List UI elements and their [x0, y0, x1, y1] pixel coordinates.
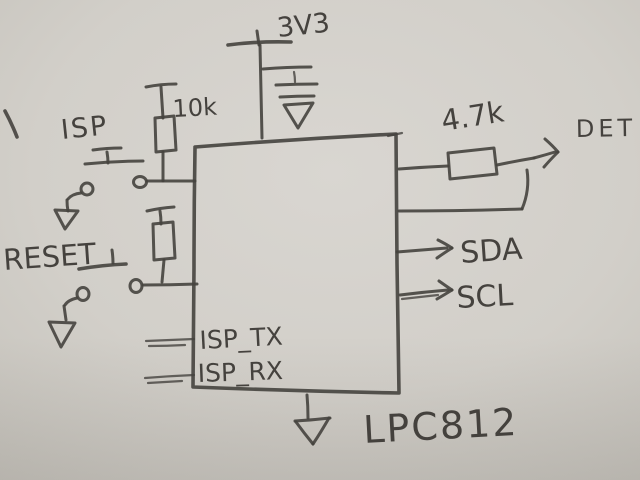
ground-hook — [66, 191, 83, 201]
pullup-power-bar — [145, 205, 176, 213]
pullup-top-lead — [159, 85, 165, 120]
label-isp-rx: ISP_RX — [197, 356, 283, 388]
ground-stem — [305, 393, 310, 420]
capacitor-plate-bottom — [274, 82, 319, 87]
pullup-bottom-lead — [160, 258, 166, 284]
sda-arrow — [395, 238, 454, 260]
chip-corner-overshoot — [386, 131, 404, 138]
capacitor-plate-top — [261, 65, 313, 71]
power-wire-to-chip — [258, 43, 264, 140]
chip-rectangle — [191, 132, 401, 395]
ground-triangle-left — [294, 420, 315, 446]
ground-bar — [278, 94, 316, 99]
pullup-power-bar — [144, 82, 178, 89]
label-isp-tx: ISP_TX — [199, 322, 284, 355]
switch-actuator-stem — [110, 248, 115, 265]
pin-stub-isp-tx-double — [147, 343, 187, 348]
label-sda: SDA — [459, 232, 524, 271]
wire-reset-to-chip — [141, 282, 199, 287]
wire-resistor-to-arrow — [495, 156, 536, 167]
left-pin-stubs — [143, 337, 196, 385]
chip-outline — [191, 131, 404, 395]
label-chip-lpc812: LPC812 — [362, 400, 519, 452]
pin-stub-isp-tx — [144, 337, 196, 343]
label-3v3: 3V3 — [275, 8, 331, 44]
arrowhead-lower — [435, 246, 454, 260]
power-rail-bar — [226, 40, 293, 47]
isp-switch — [53, 146, 197, 231]
resistor-10k-pullup — [144, 82, 178, 183]
switch-actuator-cap — [91, 146, 123, 152]
ground-triangle-icon — [53, 208, 80, 231]
wire-loop-vertical — [520, 168, 530, 211]
label-10k: 10k — [172, 93, 218, 123]
arrow-shaft-double — [400, 293, 440, 301]
resistor-body — [153, 114, 178, 154]
resistor-body — [151, 220, 177, 262]
resistor-body-4k7 — [446, 146, 499, 181]
ground-triangle-icon — [282, 101, 315, 130]
arrowhead-lower — [542, 150, 560, 169]
ground-stem — [62, 304, 68, 322]
arrow-shaft — [398, 288, 450, 297]
pin-stub-isp-rx — [143, 373, 196, 380]
power-rail-3v3 — [226, 29, 293, 140]
wire-chip-to-resistor — [397, 164, 450, 171]
decoupling-capacitor — [261, 65, 319, 130]
chip-ground — [293, 393, 332, 446]
scl-arrow — [398, 279, 454, 301]
reset-switch — [47, 205, 199, 349]
ground-hook — [63, 296, 79, 307]
switch-bar — [83, 159, 145, 166]
ground-contact-circle — [79, 181, 95, 197]
capacitor-sketch-stroke — [292, 70, 297, 84]
det-line — [397, 137, 560, 213]
ground-contact-circle — [75, 286, 91, 302]
label-reset: RESET — [2, 237, 97, 277]
ground-triangle-icon — [47, 320, 77, 349]
arrow-shaft — [532, 150, 557, 160]
label-det: DET — [576, 114, 637, 143]
arrowhead-lower — [435, 288, 454, 301]
wire-loop-horizontal — [397, 207, 524, 213]
pin-stub-isp-rx-double — [146, 379, 184, 385]
label-isp: ISP — [59, 110, 109, 146]
ground-triangle-right — [311, 416, 331, 446]
stray-pencil-mark — [3, 109, 19, 139]
arrow-shaft — [395, 246, 449, 254]
label-scl: SCL — [456, 278, 515, 316]
switch-bar — [77, 262, 128, 271]
